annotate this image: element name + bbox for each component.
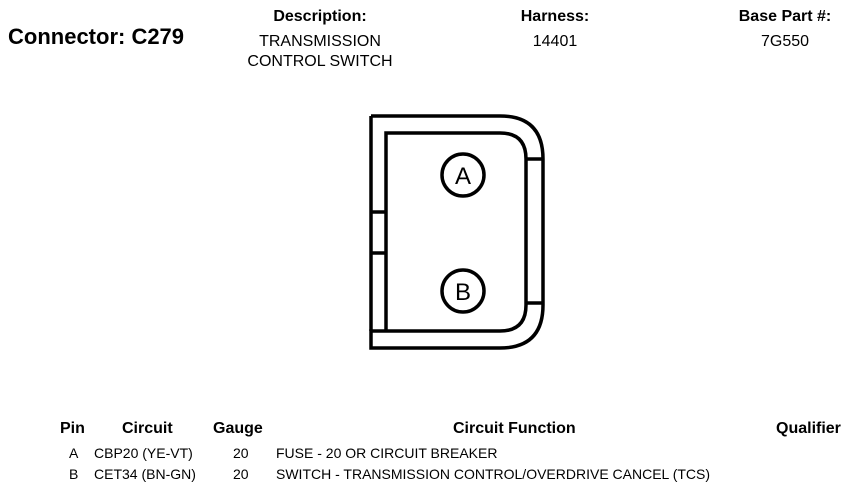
base-part-value: 7G550 xyxy=(760,33,810,50)
row-b-pin: B xyxy=(69,466,79,482)
row-a-circuit: CBP20 (YE-VT) xyxy=(94,445,193,461)
header-gauge: Gauge xyxy=(213,420,263,437)
row-a-gauge: 20 xyxy=(233,445,249,461)
pin-b-label: B xyxy=(455,279,471,306)
description-label: Description: xyxy=(273,8,367,25)
housing-outer-outline xyxy=(369,114,545,350)
header-circuit: Circuit xyxy=(122,420,173,437)
pin-b-cavity xyxy=(440,268,486,314)
header-circuit-function: Circuit Function xyxy=(453,420,576,437)
description-line-1: TRANSMISSION xyxy=(259,33,381,50)
row-b-gauge: 20 xyxy=(233,466,249,482)
row-a-pin: A xyxy=(69,445,79,461)
row-a-function: FUSE - 20 OR CIRCUIT BREAKER xyxy=(276,445,498,461)
harness-label: Harness: xyxy=(520,8,590,25)
description-line-2: CONTROL SWITCH xyxy=(247,53,393,70)
header-pin: Pin xyxy=(60,420,85,437)
header-qualifier: Qualifier xyxy=(776,420,841,437)
harness-value: 14401 xyxy=(532,33,578,50)
pin-a-cavity xyxy=(440,152,486,198)
pin-a-label: A xyxy=(455,163,471,190)
row-b-circuit: CET34 (BN-GN) xyxy=(94,466,196,482)
row-b-function: SWITCH - TRANSMISSION CONTROL/OVERDRIVE … xyxy=(276,466,711,482)
connector-title: Connector: C279 xyxy=(8,24,185,49)
base-part-label: Base Part #: xyxy=(738,8,832,25)
connector-face-diagram: A B xyxy=(369,114,545,350)
